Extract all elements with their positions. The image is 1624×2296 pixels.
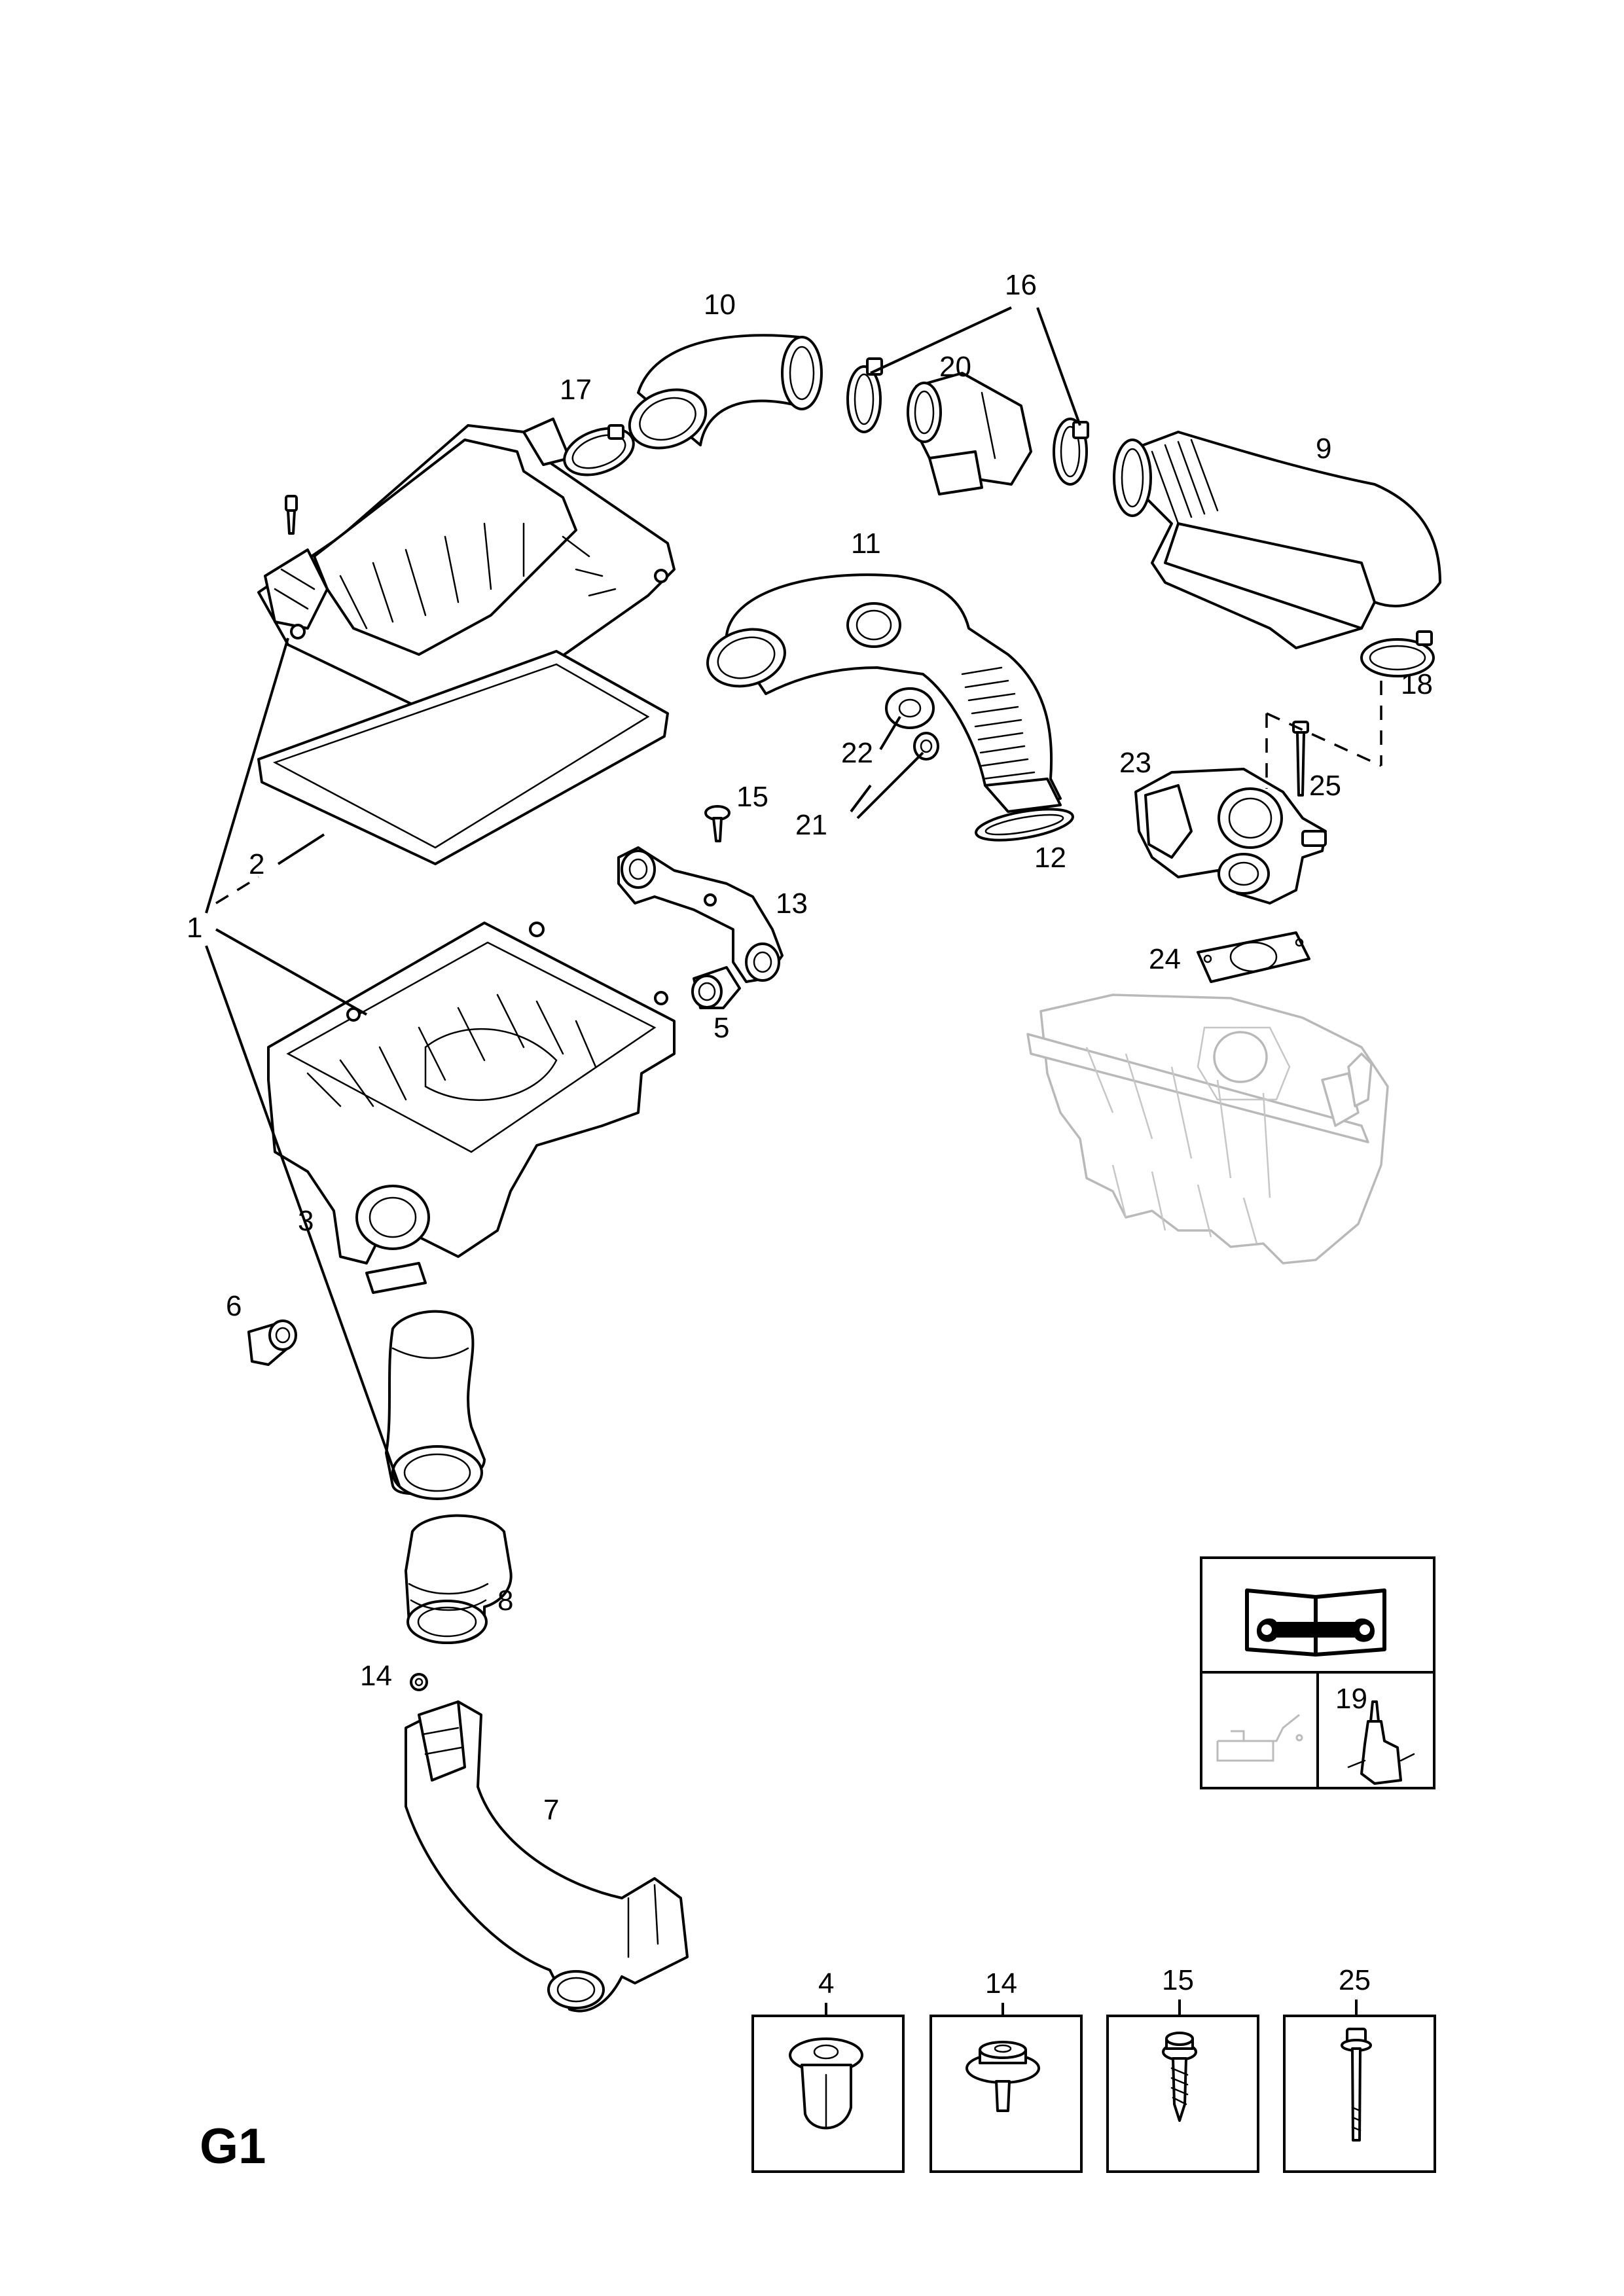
callout-11: 11 — [851, 528, 881, 560]
callout-8: 8 — [497, 1585, 513, 1617]
grommet-21 — [913, 732, 939, 761]
fastener-label-4: 4 — [818, 1967, 834, 2000]
callout-15: 15 — [736, 781, 768, 813]
hose-clamp-17 — [563, 424, 635, 476]
outlet-duct — [385, 1310, 486, 1500]
long-bolt-icon — [1341, 2028, 1372, 2142]
bracket-13 — [617, 846, 784, 983]
mass-airflow-sensor — [907, 372, 1032, 495]
intake-manifold-reference — [1026, 994, 1389, 1265]
callout-12: 12 — [1034, 842, 1066, 874]
throttle-body — [1134, 768, 1327, 905]
screw-15 — [704, 805, 731, 842]
legend-box: 19 — [1200, 1556, 1435, 1789]
sealant-tube-icon — [1347, 1700, 1415, 1785]
manual-book-wrench-icon — [1245, 1588, 1386, 1657]
intake-duct — [405, 1700, 689, 2013]
resonator-elbow — [405, 1514, 513, 1644]
housing-screw — [285, 495, 298, 535]
seal-22 — [885, 687, 935, 729]
callout-2: 2 — [249, 848, 264, 880]
callout-16: 16 — [1005, 269, 1037, 301]
oil-can-icon — [1216, 1713, 1303, 1762]
push-clip-icon — [789, 2037, 863, 2130]
resonator-duct — [1113, 431, 1441, 649]
callout-23: 23 — [1119, 747, 1151, 779]
callout-25: 25 — [1309, 770, 1341, 802]
air-cleaner-lower-housing — [267, 922, 676, 1294]
flange-screw-icon — [965, 2041, 1040, 2112]
air-filter-element — [257, 650, 669, 865]
callout-6: 6 — [226, 1290, 242, 1322]
nut-14 — [410, 1673, 428, 1691]
callout-5: 5 — [713, 1012, 729, 1044]
fastener-label-25: 25 — [1339, 1964, 1371, 1996]
callout-17: 17 — [560, 374, 592, 406]
callout-24: 24 — [1149, 943, 1181, 975]
callout-22: 22 — [841, 737, 873, 769]
callout-20: 20 — [939, 351, 971, 383]
intake-hose — [628, 334, 823, 450]
callout-7: 7 — [543, 1794, 559, 1826]
self-tapping-screw-icon — [1162, 2032, 1197, 2122]
callout-13: 13 — [776, 888, 808, 920]
callout-14: 14 — [360, 1660, 392, 1692]
callout-10: 10 — [704, 289, 736, 321]
callout-9: 9 — [1316, 433, 1331, 465]
grommet-6 — [247, 1319, 297, 1366]
leader-lines — [205, 306, 1382, 1486]
gasket-24 — [1197, 931, 1310, 983]
callout-21: 21 — [795, 809, 827, 841]
hose-clamp-16b — [1053, 418, 1089, 486]
callout-18: 18 — [1401, 668, 1433, 700]
legend-label-19: 19 — [1335, 1683, 1367, 1715]
fastener-details: 4 14 15 25 — [751, 1964, 1436, 2173]
gasket-12 — [975, 808, 1074, 842]
callout-3: 3 — [298, 1205, 314, 1237]
air-cleaner-upper-housing — [257, 418, 676, 725]
callout-labels: 1 2 3 5 6 7 8 9 10 11 12 13 14 15 16 17 … — [187, 269, 1433, 1826]
bolt-25 — [1292, 721, 1309, 797]
hose-clamp-18 — [1360, 630, 1435, 677]
throttle-hose — [706, 573, 1062, 813]
fastener-label-14: 14 — [985, 1967, 1017, 2000]
fastener-label-15: 15 — [1162, 1964, 1194, 1996]
callout-1: 1 — [187, 912, 202, 944]
grommet — [691, 966, 741, 1009]
page-code: G1 — [200, 2119, 266, 2174]
